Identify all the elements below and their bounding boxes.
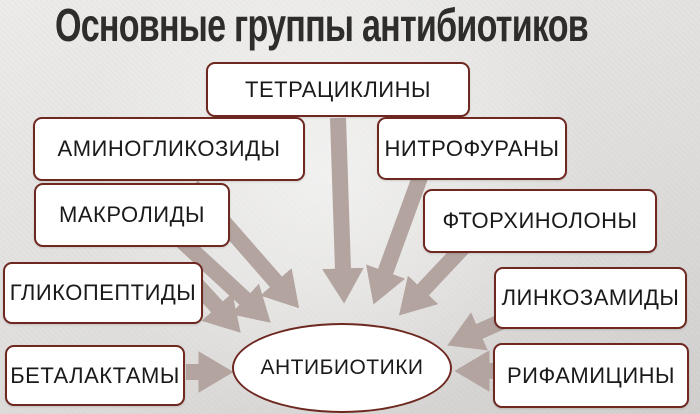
group-label-lincosamides: ЛИНКОЗАМИДЫ — [501, 285, 680, 310]
group-label-rifamycins: РИФАМИЦИНЫ — [507, 362, 675, 388]
group-box-nitrofurans: НИТРОФУРАНЫ — [377, 117, 567, 180]
center-ellipse-antibiotics: АНТИБИОТИКИ — [232, 323, 452, 413]
slide-title: Основные группы антибиотиков — [55, 0, 589, 51]
group-label-tetracyclines: ТЕТРАЦИКЛИНЫ — [245, 76, 431, 102]
group-box-betalactams: БЕТАЛАКТАМЫ — [5, 345, 185, 406]
arrow-tetracyclines-to-antibiotics — [322, 117, 364, 304]
group-box-aminoglycosides: АМИНОГЛИКОЗИДЫ — [33, 117, 305, 181]
group-label-aminoglycosides: АМИНОГЛИКОЗИДЫ — [57, 136, 281, 161]
center-label: АНТИБИОТИКИ — [260, 356, 424, 379]
group-box-fluoroquinolones: ФТОРХИНОЛОНЫ — [423, 189, 657, 253]
group-box-lincosamides: ЛИНКОЗАМИДЫ — [494, 267, 687, 329]
group-box-glycopeptides: ГЛИКОПЕПТИДЫ — [3, 262, 203, 324]
group-label-fluoroquinolones: ФТОРХИНОЛОНЫ — [442, 208, 638, 233]
group-label-macrolides: МАКРОЛИДЫ — [59, 202, 205, 227]
group-label-betalactams: БЕТАЛАКТАМЫ — [10, 362, 180, 388]
group-box-tetracyclines: ТЕТРАЦИКЛИНЫ — [206, 62, 470, 117]
group-label-nitrofurans: НИТРОФУРАНЫ — [384, 135, 560, 161]
group-box-macrolides: МАКРОЛИДЫ — [34, 183, 230, 247]
group-label-glycopeptides: ГЛИКОПЕПТИДЫ — [9, 280, 197, 305]
group-box-rifamycins: РИФАМИЦИНЫ — [493, 343, 689, 408]
